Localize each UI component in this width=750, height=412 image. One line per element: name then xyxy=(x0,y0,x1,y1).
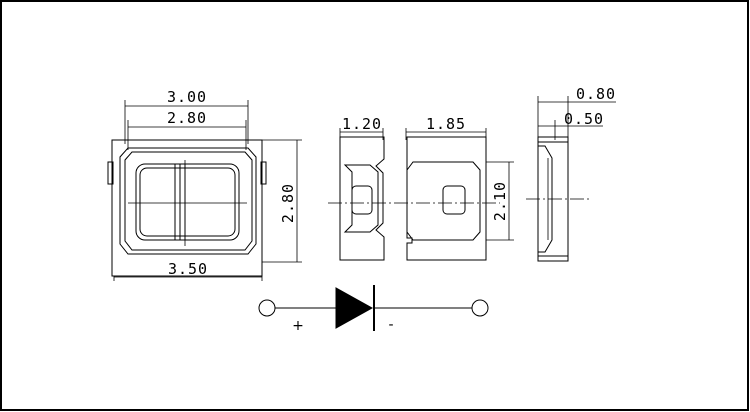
bottom-view-left-pad xyxy=(339,136,385,261)
side-view: 0.80 0.50 xyxy=(526,85,616,262)
cathode-label: - xyxy=(388,317,393,333)
bottom-view-left-pad-inner xyxy=(343,164,379,233)
dim-0-80: 0.80 xyxy=(576,85,616,103)
top-view-lens-inner xyxy=(139,167,236,237)
top-view-body xyxy=(111,139,263,277)
top-view-inner-frame xyxy=(119,147,257,255)
diode-triangle xyxy=(335,287,374,329)
diode-symbol: + - xyxy=(258,285,489,334)
dim-1-85: 1.85 xyxy=(426,115,466,133)
dim-1-20: 1.20 xyxy=(342,115,382,133)
anode-terminal xyxy=(258,299,276,317)
bottom-view: 1.20 1.85 2.10 xyxy=(328,115,514,261)
bottom-view-right-pad xyxy=(406,136,487,261)
anode-label: + xyxy=(292,318,304,334)
dim-0-50: 0.50 xyxy=(564,110,604,128)
bottom-view-right-pad-inner xyxy=(406,161,481,241)
top-view-lens xyxy=(135,163,240,241)
bottom-view-left-window xyxy=(351,185,373,215)
dim-3-00: 3.00 xyxy=(167,88,207,106)
top-view-right-tab xyxy=(260,161,267,185)
dim-3-50: 3.50 xyxy=(168,260,208,278)
top-view-inner-frame-2 xyxy=(124,151,253,251)
dim-2-80-v: 2.80 xyxy=(279,183,297,223)
dim-2-10: 2.10 xyxy=(491,181,509,221)
top-view-left-tab xyxy=(107,161,114,185)
top-view: 3.00 2.80 2.80 3.50 xyxy=(107,88,302,281)
dim-2-80-h: 2.80 xyxy=(167,109,207,127)
cathode-terminal xyxy=(471,299,489,317)
bottom-view-right-window xyxy=(442,185,466,215)
